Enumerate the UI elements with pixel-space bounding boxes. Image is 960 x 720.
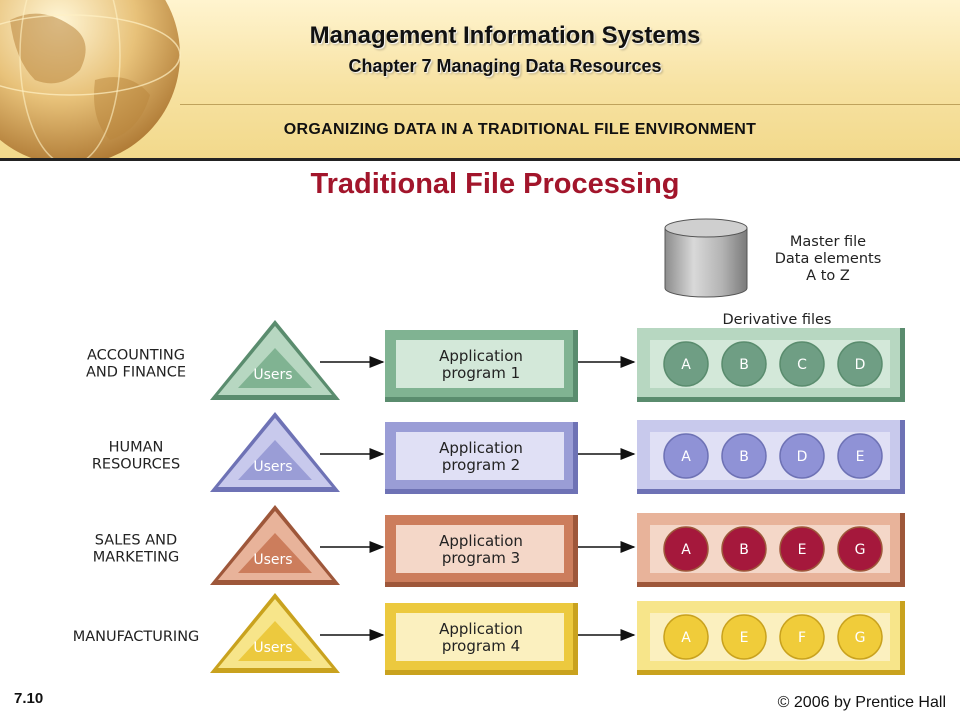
master-file-cylinder <box>664 218 748 298</box>
data-file-circle <box>779 614 825 660</box>
users-triangle <box>210 505 340 585</box>
application-program-label: Application <box>439 620 523 638</box>
department-label: HUMAN <box>109 440 164 456</box>
data-file-label: A <box>681 542 691 558</box>
data-file-circle <box>779 526 825 572</box>
data-file-circle <box>663 341 709 387</box>
application-program-label: Application <box>439 439 523 457</box>
application-program-box <box>385 603 578 675</box>
data-file-circle <box>721 341 767 387</box>
data-file-label: A <box>681 357 691 373</box>
department-label: ACCOUNTING <box>87 348 185 364</box>
data-file-label: C <box>797 357 807 373</box>
data-file-label: B <box>739 449 749 465</box>
application-program-box <box>385 515 578 587</box>
data-file-circle <box>837 526 883 572</box>
application-program-label: program 4 <box>442 637 520 655</box>
users-triangle <box>210 593 340 673</box>
application-program-label: program 1 <box>442 364 520 382</box>
slide-number: 7.10 <box>14 690 44 707</box>
data-file-circle <box>663 526 709 572</box>
application-program-box <box>385 330 578 402</box>
department-label: RESOURCES <box>92 457 180 473</box>
application-program-label: program 2 <box>442 456 520 474</box>
department-label: MARKETING <box>93 550 179 566</box>
data-file-label: A <box>681 630 691 646</box>
data-file-circle <box>663 433 709 479</box>
application-program-label: Application <box>439 532 523 550</box>
department-label: AND FINANCE <box>86 365 186 381</box>
department-label: MANUFACTURING <box>73 629 200 645</box>
master-file-range-label: A to Z <box>806 268 850 284</box>
globe-icon <box>0 0 181 158</box>
data-file-label: B <box>739 357 749 373</box>
users-label: Users <box>253 552 292 568</box>
header-divider <box>180 104 960 105</box>
data-file-label: E <box>798 542 807 558</box>
data-file-circle <box>663 614 709 660</box>
data-file-label: A <box>681 449 691 465</box>
application-program-box <box>385 422 578 494</box>
data-file-label: G <box>855 630 866 646</box>
data-file-label: G <box>855 542 866 558</box>
data-file-circle <box>779 341 825 387</box>
section-title: ORGANIZING DATA IN A TRADITIONAL FILE EN… <box>283 121 757 138</box>
data-file-circle <box>721 433 767 479</box>
department-label: SALES AND <box>95 533 177 549</box>
data-file-circle <box>837 341 883 387</box>
master-file-elements-label: Data elements <box>775 251 882 267</box>
data-file-label: D <box>797 449 808 465</box>
data-file-label: B <box>739 542 749 558</box>
derivative-files-label: Derivative files <box>722 312 831 328</box>
slide-title: Traditional File Processing <box>310 168 680 200</box>
users-label: Users <box>253 640 292 656</box>
data-file-circle <box>721 614 767 660</box>
users-triangle <box>210 412 340 492</box>
master-file-label: Master file <box>790 234 866 250</box>
users-label: Users <box>253 367 292 383</box>
application-program-label: Application <box>439 347 523 365</box>
data-file-circle <box>721 526 767 572</box>
chapter-title: Chapter 7 Managing Data Resources <box>348 56 662 76</box>
users-label: Users <box>253 459 292 475</box>
data-file-label: E <box>856 449 865 465</box>
course-title: Management Information Systems <box>309 22 701 49</box>
copyright: © 2006 by Prentice Hall <box>777 694 946 711</box>
data-file-label: D <box>855 357 866 373</box>
slide-header: Management Information Systems Chapter 7… <box>0 0 960 161</box>
data-file-circle <box>837 433 883 479</box>
data-file-label: E <box>740 630 749 646</box>
application-program-label: program 3 <box>442 549 520 567</box>
users-triangle <box>210 320 340 400</box>
data-file-label: F <box>798 630 806 646</box>
data-file-circle <box>779 433 825 479</box>
data-file-circle <box>837 614 883 660</box>
